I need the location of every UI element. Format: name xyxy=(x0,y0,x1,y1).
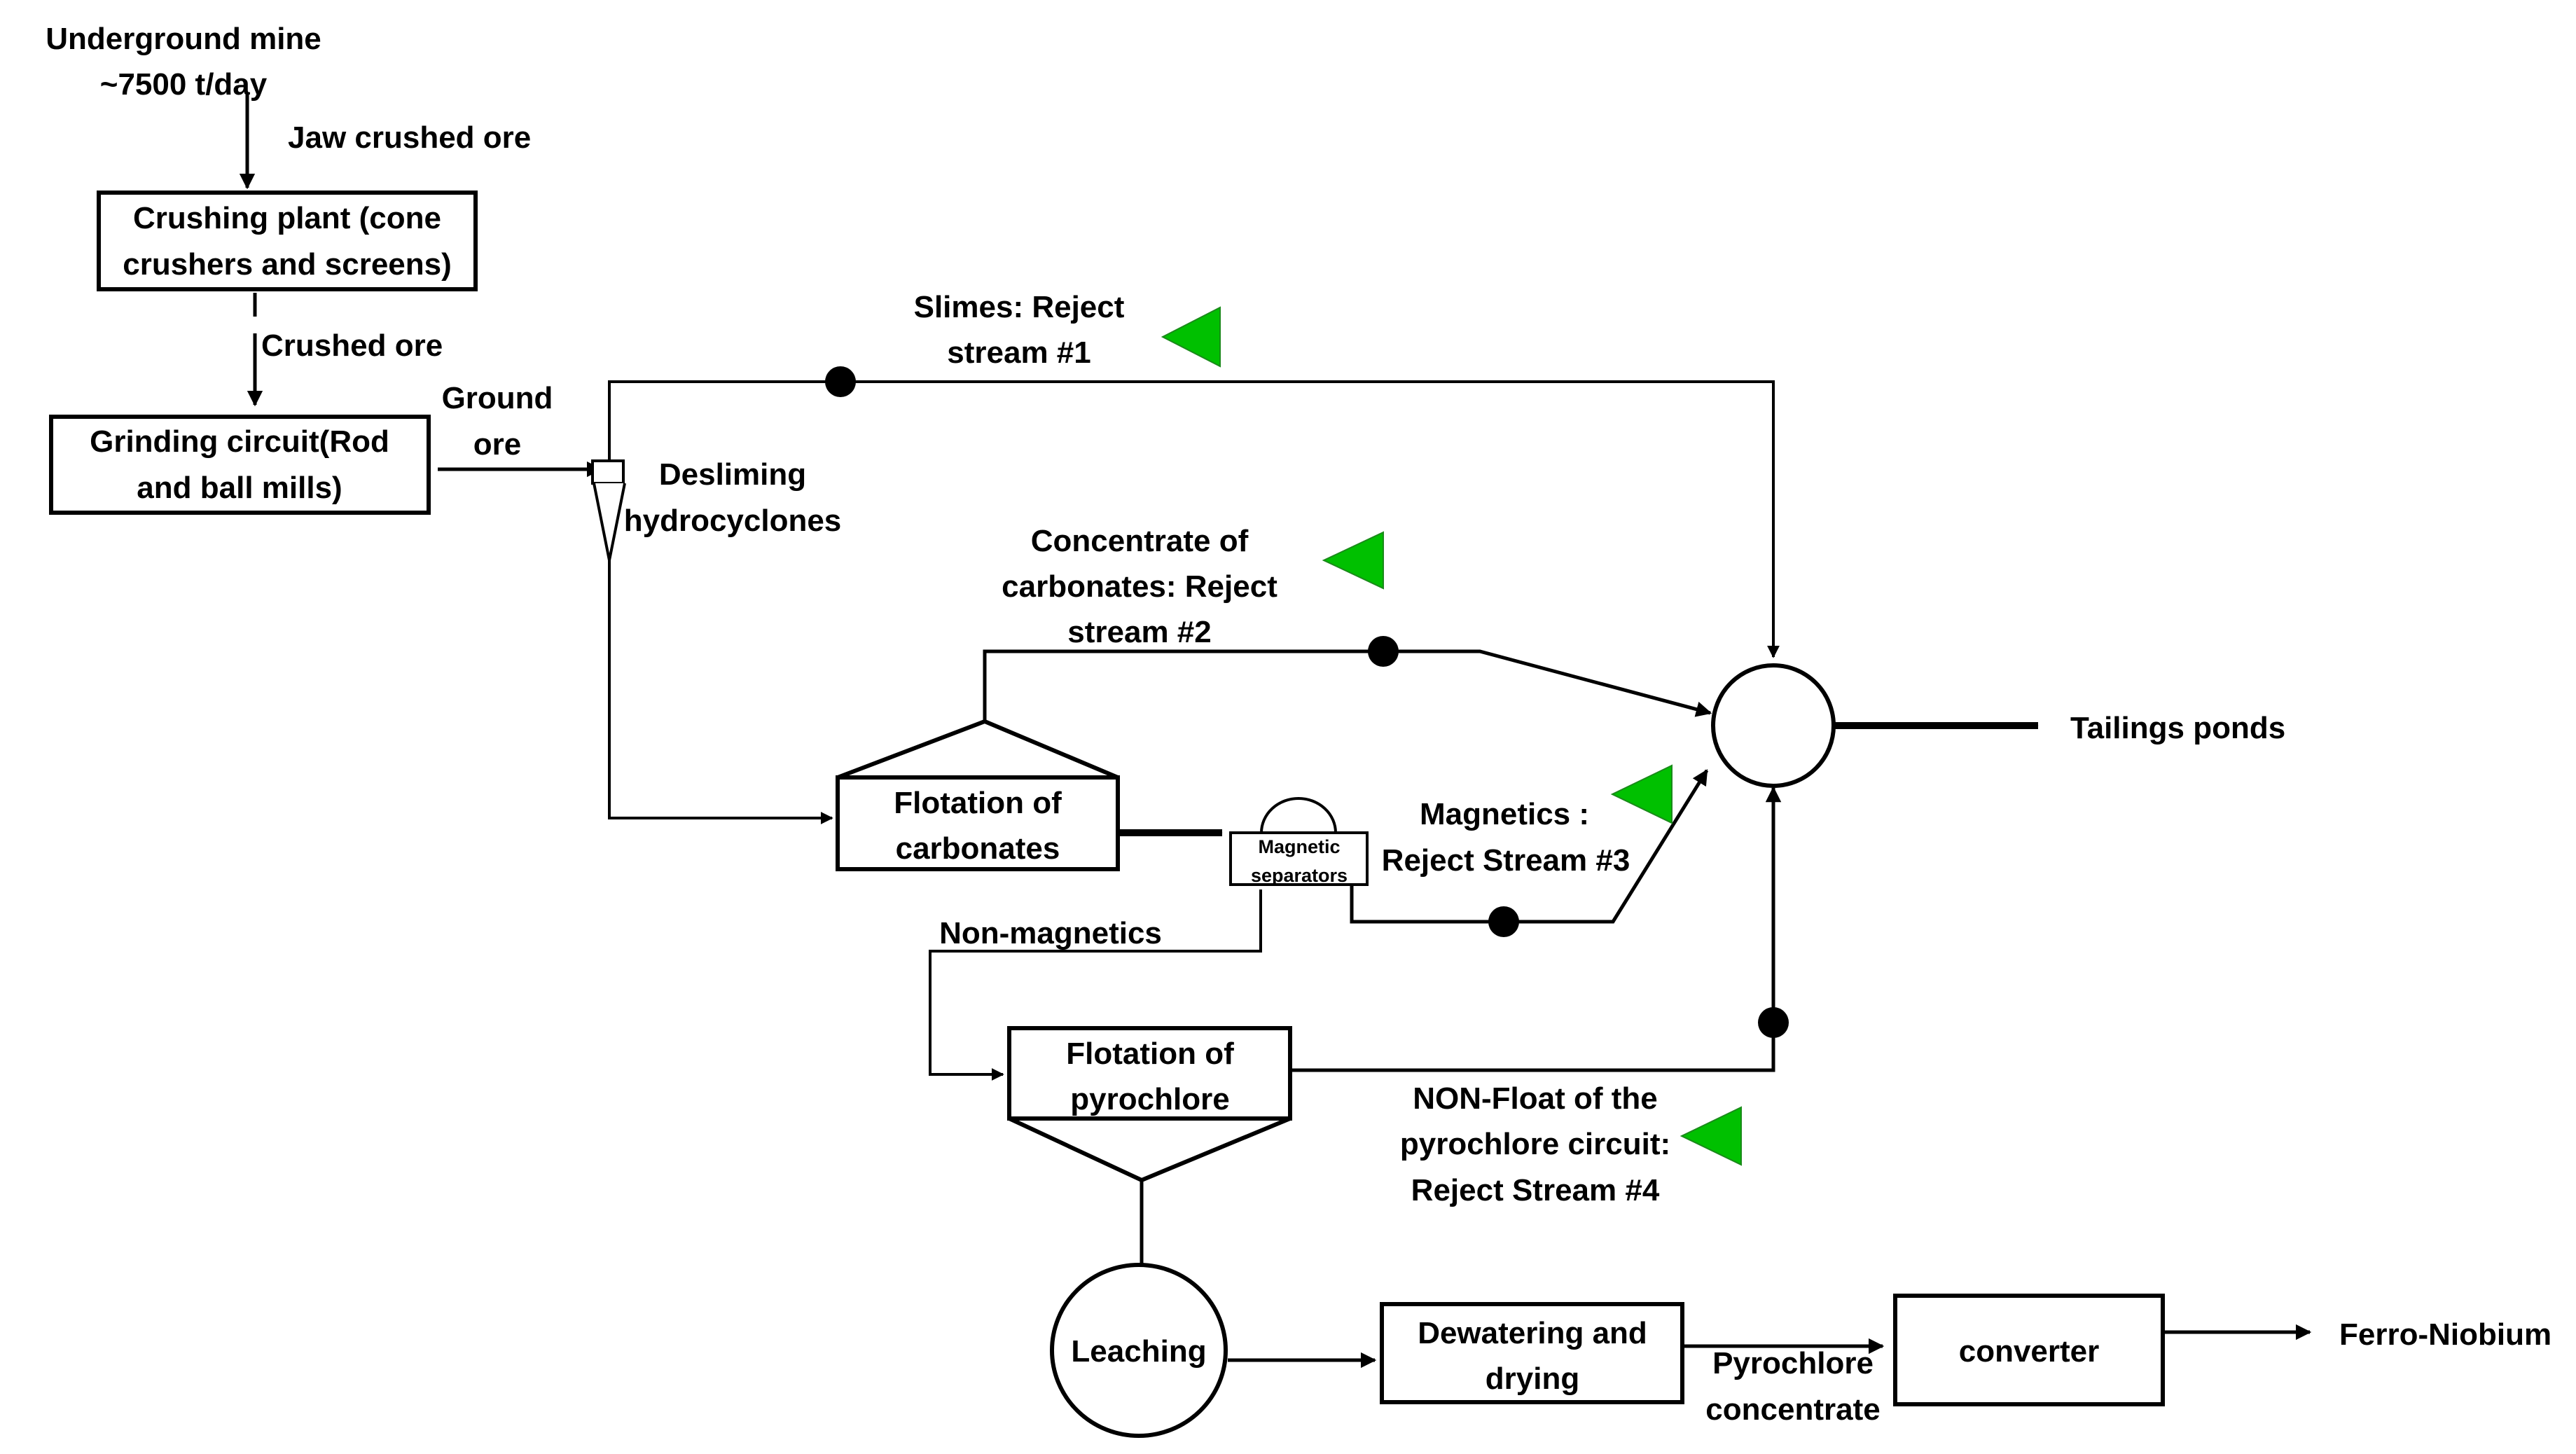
desliming-label-line1: Desliming xyxy=(659,457,806,492)
carbonates-reject-line xyxy=(983,649,1712,721)
carbonates-reject-label-line1: Concentrate of xyxy=(1031,524,1249,558)
dewatering-box xyxy=(1380,1302,1684,1404)
magnetic-separator-icon xyxy=(1229,797,1369,886)
flotation-carbonates-cell xyxy=(836,719,1120,871)
jaw-crushed-ore-label: Jaw crushed ore xyxy=(288,120,531,155)
sample-point-icon xyxy=(1758,1007,1789,1038)
magnetic-separators-label-line2: separators xyxy=(1251,865,1348,886)
non-float-label-line1: NON-Float of the xyxy=(1413,1081,1658,1116)
magnetics-reject-line xyxy=(1350,769,1709,924)
crushed-ore-label: Crushed ore xyxy=(261,328,443,363)
reject-flag-icon xyxy=(1322,531,1384,590)
ferro-niobium-label: Ferro-Niobium xyxy=(2339,1317,2551,1352)
carbonates-reject-label-line3: stream #2 xyxy=(1067,615,1211,649)
magnetics-reject-label-line1: Magnetics : xyxy=(1420,797,1589,831)
dewatering-label-line1: Dewatering and xyxy=(1418,1316,1647,1350)
flotation-pyrochlore-label-line2: pyrochlore xyxy=(1070,1082,1229,1116)
tailings-collector-node xyxy=(1711,663,1836,788)
non-float-label-line2: pyrochlore circuit: xyxy=(1400,1127,1670,1161)
ground-ore-label-line1: Ground xyxy=(442,381,553,415)
slimes-label-line2: stream #1 xyxy=(947,335,1090,370)
pyrochlore-concentrate-label-line2: concentrate xyxy=(1705,1392,1880,1427)
sample-point-icon xyxy=(1488,906,1519,937)
grinding-circuit-label-line2: and ball mills) xyxy=(137,471,342,505)
underflow-to-flotation-line xyxy=(608,560,833,824)
non-float-label-line3: Reject Stream #4 xyxy=(1411,1173,1660,1207)
magnetics-reject-label-line2: Reject Stream #3 xyxy=(1382,843,1630,878)
converter-box xyxy=(1893,1294,2165,1406)
reject-flag-icon xyxy=(1680,1106,1742,1166)
flotation-pyrochlore-label-line1: Flotation of xyxy=(1066,1037,1234,1071)
desliming-label-line2: hydrocyclones xyxy=(624,504,842,538)
non-magnetics-line xyxy=(929,889,1262,1081)
leaching-node xyxy=(1050,1263,1228,1438)
magnetic-separators-label-line1: Magnetic xyxy=(1258,836,1340,857)
grinding-circuit-box xyxy=(49,415,431,515)
non-magnetics-label: Non-magnetics xyxy=(939,916,1162,950)
flotation-pyrochlore-cell xyxy=(1007,1026,1292,1183)
mine-label-line2: ~7500 t/day xyxy=(100,67,268,102)
slimes-stream-line xyxy=(608,380,1780,658)
crushing-plant-box xyxy=(97,191,478,291)
flotation-carbonates-label-line2: carbonates xyxy=(896,831,1060,866)
sample-point-icon xyxy=(825,366,856,397)
mine-label-line1: Underground mine xyxy=(46,22,321,56)
flotation-carbonates-label-line1: Flotation of xyxy=(894,786,1062,820)
slimes-label-line1: Slimes: Reject xyxy=(914,290,1125,324)
reject-flag-icon xyxy=(1161,306,1221,368)
crushing-plant-label-line1: Crushing plant (cone xyxy=(133,201,441,235)
converter-label: converter xyxy=(1959,1334,2100,1369)
tailings-ponds-label: Tailings ponds xyxy=(2070,711,2285,745)
hydrocyclone-icon xyxy=(591,459,626,561)
non-float-reject-line xyxy=(1290,786,1782,1072)
pyrochlore-concentrate-label-line1: Pyrochlore xyxy=(1712,1346,1874,1380)
carbonates-reject-label-line2: carbonates: Reject xyxy=(1002,569,1277,604)
ground-ore-label-line2: ore xyxy=(473,427,521,462)
crushing-plant-label-line2: crushers and screens) xyxy=(123,247,452,282)
dewatering-label-line2: drying xyxy=(1486,1362,1579,1396)
reject-flag-icon xyxy=(1610,764,1673,824)
leaching-label: Leaching xyxy=(1071,1334,1206,1369)
sample-point-icon xyxy=(1368,636,1399,667)
grinding-circuit-label-line1: Grinding circuit(Rod xyxy=(90,424,389,459)
